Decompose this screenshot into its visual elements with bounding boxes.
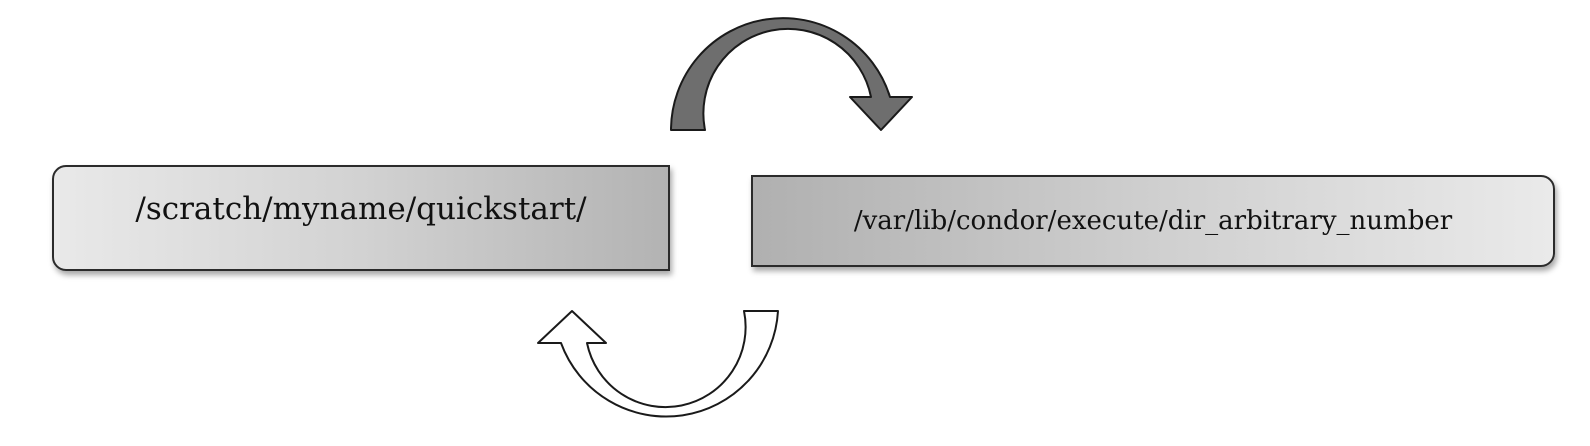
forward-transfer-arrow	[670, 17, 913, 131]
target-directory-box: /var/lib/condor/execute/dir_arbitrary_nu…	[751, 175, 1555, 267]
source-directory-box: /scratch/myname/quickstart/	[52, 165, 670, 271]
return-transfer-arrow	[537, 310, 779, 418]
source-directory-label: /scratch/myname/quickstart/	[135, 191, 587, 227]
target-directory-label: /var/lib/condor/execute/dir_arbitrary_nu…	[853, 206, 1453, 236]
